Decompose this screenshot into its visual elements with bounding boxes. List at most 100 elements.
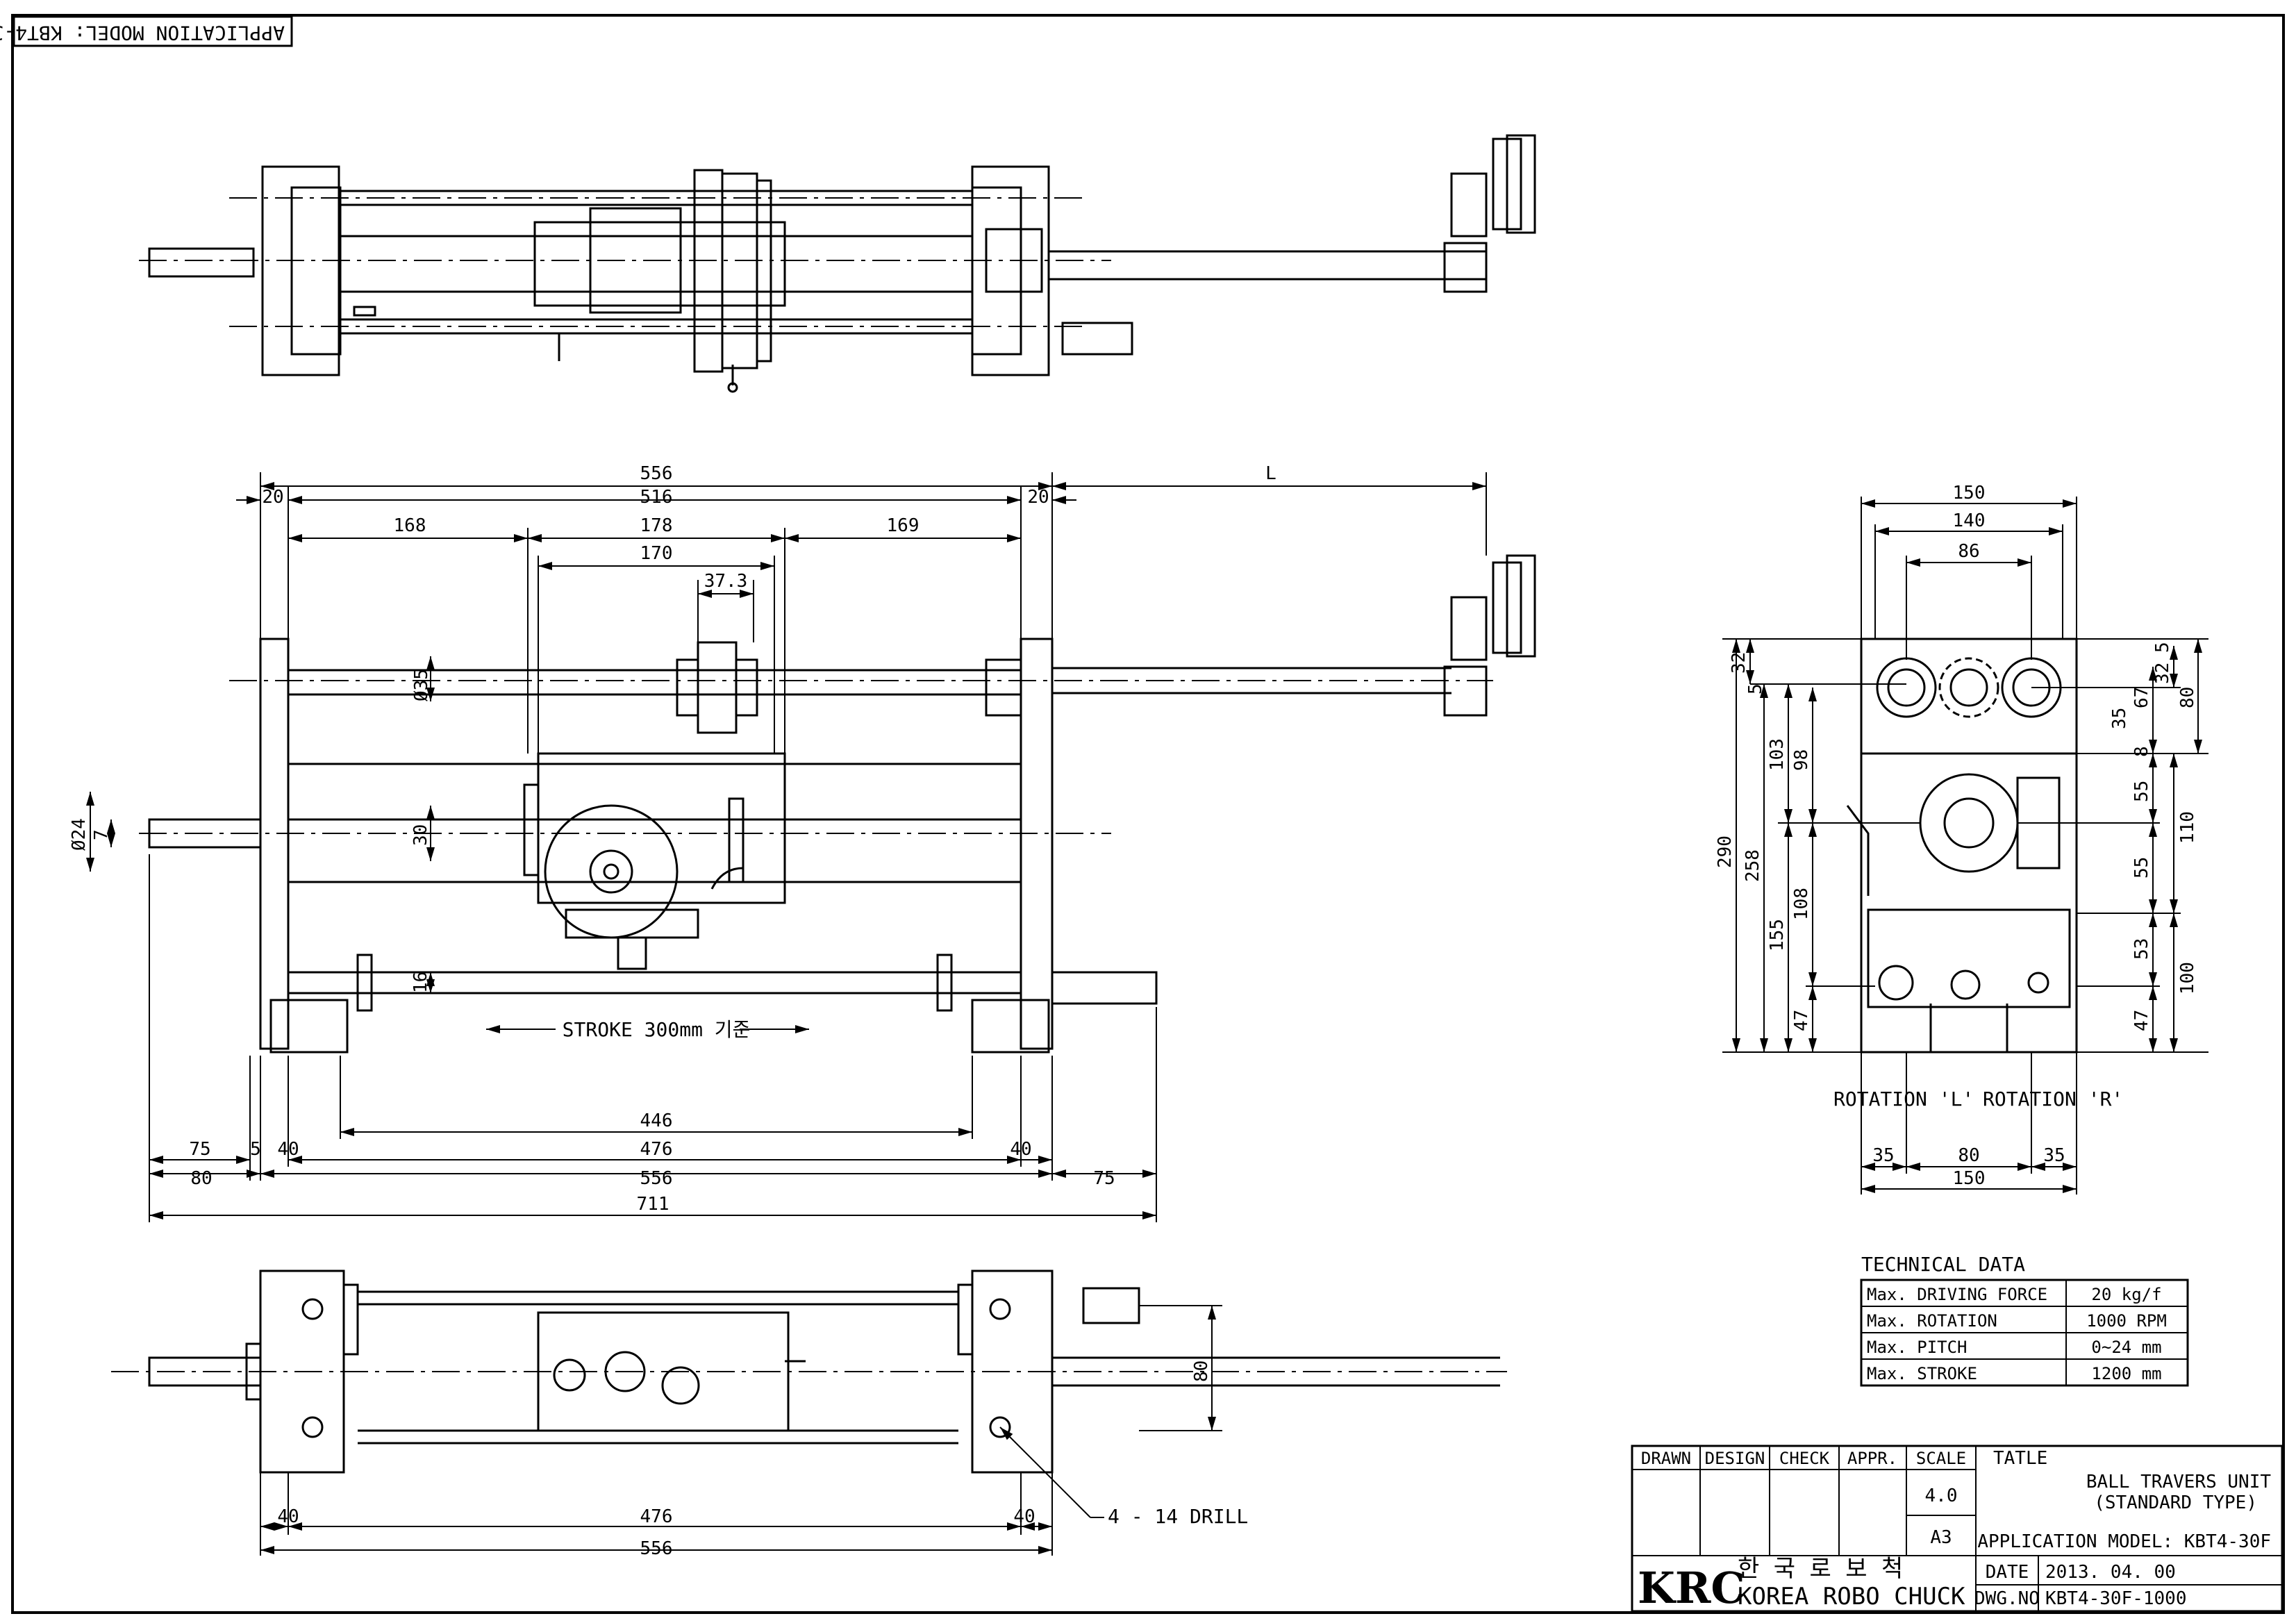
bottom-view (111, 1270, 1507, 1474)
dim-L: L (1265, 463, 1276, 484)
tech-row-name: Max. ROTATION (1867, 1311, 1997, 1331)
side-dim-98: 98 (1791, 749, 1812, 771)
side-dim-5-left: 5 (1745, 683, 1766, 694)
side-view-dim-text: 150 140 86 290 258 32 5 103 98 155 108 4… (1715, 483, 2198, 1189)
tb-dwg-value: KBT4-30F-1000 (2045, 1588, 2187, 1609)
rotation-r-label: ROTATION 'R' (1983, 1088, 2123, 1110)
dim-476: 476 (640, 1139, 673, 1160)
tech-row-name: Max. DRIVING FORCE (1867, 1285, 2047, 1304)
side-dim-32-right: 32 (2152, 663, 2173, 684)
tb-tatle: TATLE (1993, 1448, 2047, 1469)
side-dim-35-right: 35 (2109, 708, 2130, 729)
side-dim-80-bottom: 80 (1958, 1145, 1979, 1166)
side-dim-110: 110 (2177, 811, 2198, 844)
tb-paper-size: A3 (1930, 1527, 1952, 1548)
side-view (1846, 638, 2078, 1054)
side-dim-35-a: 35 (1872, 1145, 1894, 1166)
dim-30: 30 (410, 824, 431, 846)
tb-title-line1: BALL TRAVERS UNIT (2086, 1472, 2271, 1492)
dim-556-top: 556 (640, 463, 673, 484)
dim-170: 170 (640, 543, 673, 564)
technical-data-table: TECHNICAL DATA Max. DRIVING FORCE 20 kg/… (1860, 1253, 2189, 1387)
tech-row-value: 1200 mm (2091, 1364, 2161, 1383)
tech-row-value: 20 kg/f (2091, 1285, 2161, 1304)
sheet-border (11, 14, 2285, 1614)
title-block-text: DRAWN DESIGN CHECK APPR. SCALE TATLE 4.0… (1638, 1448, 2271, 1613)
tech-row-name: Max. PITCH (1867, 1338, 1968, 1357)
tb-header-scale: SCALE (1916, 1449, 1966, 1468)
tech-row-name: Max. STROKE (1867, 1364, 1977, 1383)
application-model-tag-text: APPLICATION MODEL: KBT4-30F (0, 22, 285, 44)
bottom-view-dimensions (260, 1305, 1222, 1556)
side-dim-258: 258 (1742, 849, 1763, 882)
dim-178: 178 (640, 515, 673, 536)
dim-711: 711 (637, 1194, 669, 1215)
side-dim-108: 108 (1791, 888, 1812, 920)
bottom-view-dim-text: 40 476 40 556 80 4 - 14 DRILL (277, 1360, 1248, 1559)
dim-7: 7 (91, 829, 112, 840)
side-dim-47-right: 47 (2131, 1010, 2152, 1031)
side-dim-55-a: 55 (2131, 781, 2152, 802)
title-block (1631, 1445, 2283, 1613)
side-dim-140: 140 (1953, 510, 1986, 531)
bottom-dim-40-right: 40 (1013, 1506, 1035, 1527)
dim-556-bottom: 556 (640, 1168, 673, 1189)
dim-40-right: 40 (1010, 1139, 1031, 1160)
bottom-dim-556: 556 (640, 1538, 673, 1559)
side-dim-53: 53 (2131, 938, 2152, 960)
tb-scale-value: 4.0 (1925, 1485, 1958, 1506)
tb-header-check: CHECK (1779, 1449, 1830, 1468)
side-dim-35-b: 35 (2043, 1145, 2065, 1166)
side-dim-32-left: 32 (1729, 652, 1749, 674)
technical-data-title: TECHNICAL DATA (1861, 1253, 2025, 1276)
dim-446: 446 (640, 1110, 673, 1131)
company-english: KOREA ROBO CHUCK (1738, 1583, 1965, 1610)
side-dim-155: 155 (1767, 919, 1788, 951)
side-dim-67: 67 (2131, 687, 2152, 708)
side-dim-150-bottom: 150 (1953, 1168, 1986, 1189)
krc-logo: KRC (1638, 1563, 1745, 1613)
dim-169: 169 (887, 515, 920, 536)
side-dim-5-right: 5 (2152, 642, 2173, 653)
front-view (139, 554, 1536, 1054)
side-dim-103: 103 (1767, 738, 1788, 771)
stroke-label: STROKE 300mm 기준 (563, 1018, 751, 1041)
dim-40-left: 40 (277, 1139, 299, 1160)
tb-date-label: DATE (1986, 1562, 2029, 1583)
front-view-dimensions (86, 472, 1487, 1222)
rotation-l-label: ROTATION 'L' (1833, 1088, 1974, 1110)
tech-row-value: 1000 RPM (2086, 1311, 2167, 1331)
dim-168: 168 (394, 515, 426, 536)
side-dim-80-right: 80 (2177, 687, 2198, 708)
tb-header-drawn: DRAWN (1641, 1449, 1691, 1468)
tech-row-value: 0~24 mm (2091, 1338, 2161, 1357)
tb-header-appr: APPR. (1847, 1449, 1897, 1468)
side-dim-55-b: 55 (2131, 857, 2152, 879)
tb-app-model: APPLICATION MODEL: KBT4-30F (1977, 1531, 2271, 1552)
dim-37-3: 37.3 (704, 571, 748, 592)
dim-5: 5 (250, 1139, 261, 1160)
side-dim-100: 100 (2177, 962, 2198, 994)
bottom-dim-80: 80 (1191, 1360, 1212, 1382)
tb-header-design: DESIGN (1705, 1449, 1765, 1468)
side-dim-86: 86 (1958, 541, 1979, 562)
tb-title-line2: (STANDARD TYPE) (2094, 1492, 2257, 1513)
dim-75-left: 75 (189, 1139, 210, 1160)
dim-80: 80 (190, 1168, 212, 1189)
bottom-dim-476: 476 (640, 1506, 673, 1527)
side-view-dimensions (1722, 497, 2208, 1195)
dim-20-left: 20 (262, 487, 283, 508)
tb-date-value: 2013. 04. 00 (2045, 1562, 2176, 1583)
dim-20-right: 20 (1027, 487, 1049, 508)
bottom-dim-40-left: 40 (277, 1506, 299, 1527)
drill-label: 4 - 14 DRILL (1108, 1505, 1248, 1528)
dim-dia-24: Ø24 (69, 818, 90, 851)
top-view (139, 134, 1536, 393)
side-dim-290: 290 (1715, 835, 1736, 868)
dim-516: 516 (640, 487, 673, 508)
side-dim-47-left: 47 (1791, 1010, 1812, 1031)
tb-dwg-label: DWG.NO (1974, 1588, 2040, 1609)
dim-75-right: 75 (1093, 1168, 1115, 1189)
dim-dia-35: Ø35 (411, 669, 432, 701)
